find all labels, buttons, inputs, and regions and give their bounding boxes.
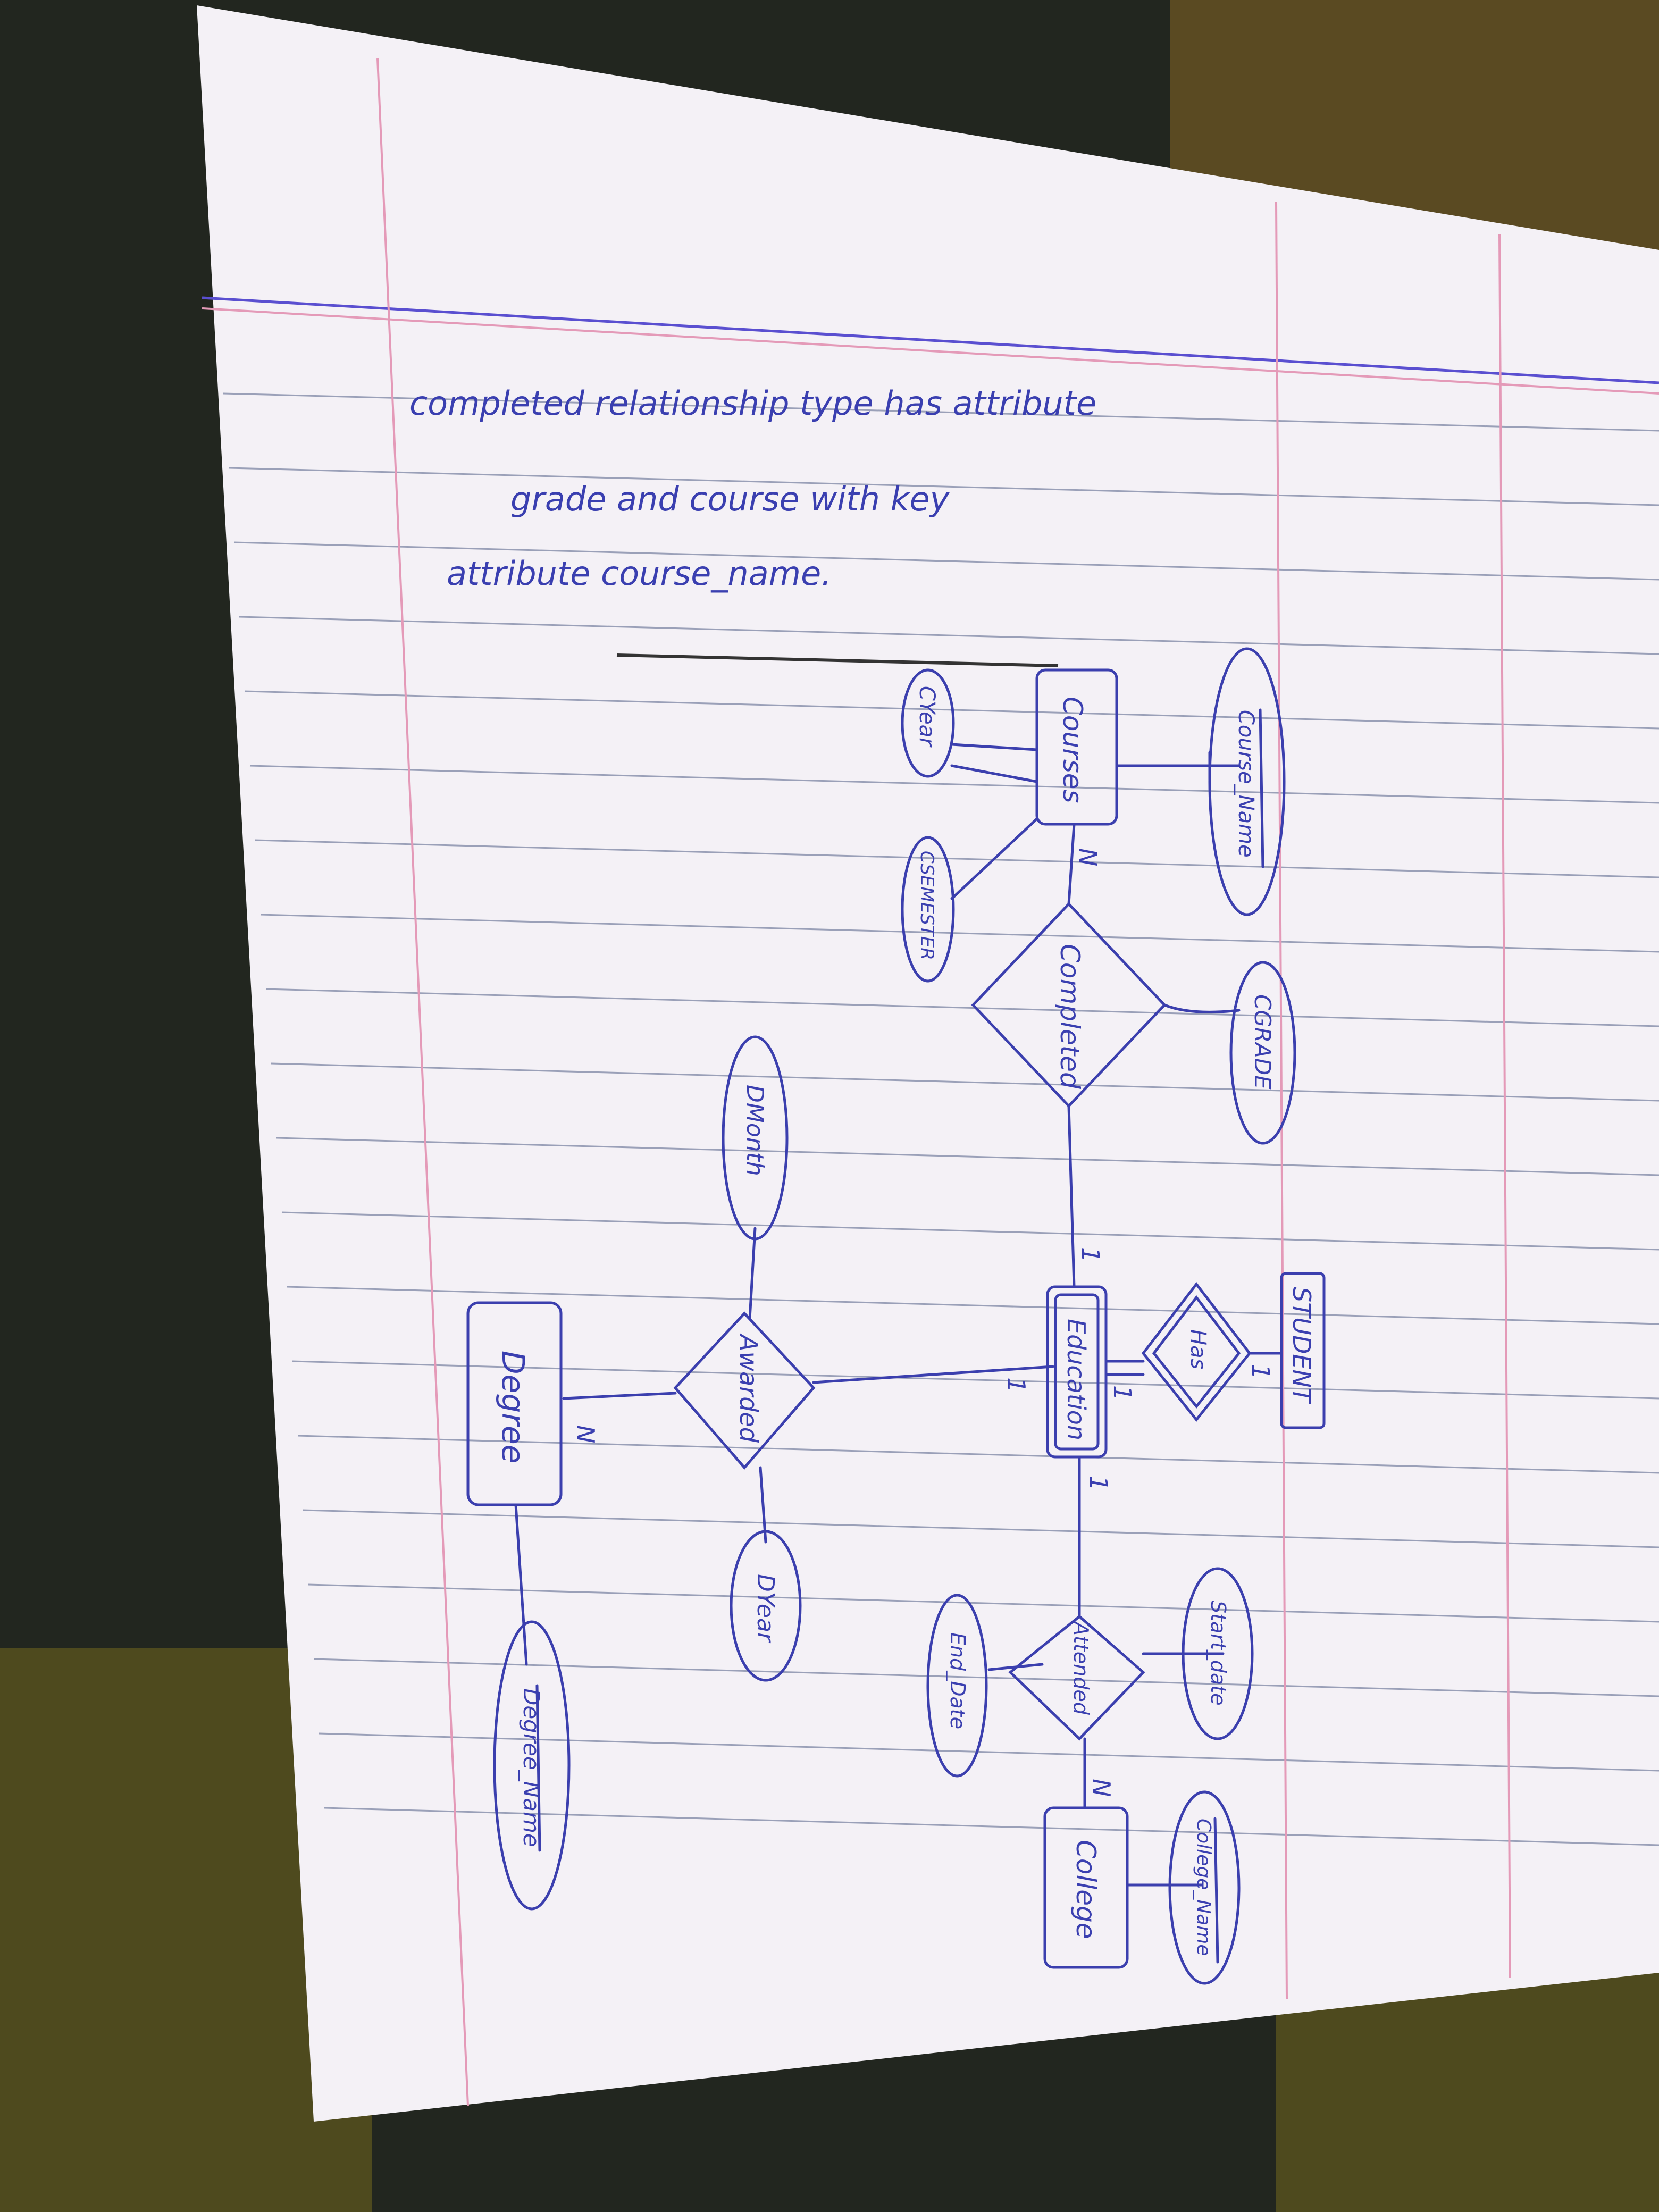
csemester-label: CSEMESTER — [916, 851, 937, 960]
entity-student: STUDENT — [1280, 1272, 1326, 1429]
card-education-awarded: 1 — [1002, 1377, 1030, 1393]
start-date-ellipse — [1182, 1567, 1254, 1740]
degree-name-key-underline — [535, 1684, 541, 1852]
student-box — [1280, 1272, 1326, 1429]
attribute-cgrade: CGRADE — [1229, 961, 1296, 1145]
card-has-education: 1 — [1108, 1385, 1137, 1401]
header-line-blue — [202, 296, 1659, 384]
relationship-attended: Attended — [1008, 1614, 1145, 1741]
divider-stroke — [616, 653, 1059, 667]
dyear-label: DYear — [752, 1574, 779, 1644]
awarded-diamond — [673, 1311, 816, 1470]
attribute-college-name: College_Name — [1168, 1790, 1241, 1985]
ruled-lines — [223, 392, 1659, 1846]
er-connectors — [514, 743, 1283, 1887]
entity-courses: Courses — [1035, 668, 1118, 826]
cgrade-label: CGRADE — [1250, 994, 1276, 1090]
right-margin-line — [1275, 202, 1288, 2000]
cardinality-marks: N 1 1 1 1 1 N N — [571, 848, 1275, 1797]
education-label: Education — [1062, 1319, 1091, 1440]
paper-sheet — [197, 5, 1659, 2122]
card-completed-education: 1 — [1076, 1247, 1105, 1262]
degree-box — [466, 1301, 563, 1506]
course-name-label: Course_Name — [1234, 710, 1258, 858]
attribute-start-date: Start_date — [1182, 1567, 1254, 1740]
courses-box — [1035, 668, 1118, 826]
note-line-1: completed relationship type has attribut… — [409, 384, 1096, 423]
degree-name-ellipse — [493, 1620, 571, 1911]
card-awarded-degree: N — [571, 1425, 600, 1443]
attribute-end-date: End_Date — [926, 1594, 988, 1778]
card-has-student: 1 — [1246, 1364, 1275, 1379]
completed-diamond — [971, 902, 1167, 1108]
college-label: College — [1070, 1840, 1101, 1939]
attribute-csemester: CSEMESTER — [901, 836, 955, 983]
attribute-dmonth: DMonth — [722, 1035, 789, 1241]
card-courses-completed: N — [1074, 848, 1102, 866]
attended-diamond — [1008, 1614, 1145, 1741]
attribute-dyear: DYear — [730, 1530, 802, 1682]
csemester-ellipse — [901, 836, 955, 983]
college-name-label: College_Name — [1193, 1819, 1214, 1956]
handwritten-note: completed relationship type has attribut… — [409, 384, 1096, 593]
college-box — [1043, 1806, 1129, 1969]
attended-label: Attended — [1069, 1620, 1093, 1715]
course-name-key-underline — [1259, 708, 1264, 868]
start-date-label: Start_date — [1206, 1601, 1230, 1706]
relationship-completed: Completed — [971, 902, 1167, 1108]
header-line-pink — [202, 307, 1659, 395]
has-outer-diamond — [1141, 1281, 1252, 1422]
cgrade-ellipse — [1229, 961, 1296, 1145]
attribute-course-name: Course_Name — [1208, 647, 1286, 916]
course-name-ellipse — [1208, 647, 1286, 916]
cyear-ellipse — [901, 668, 955, 778]
completed-label: Completed — [1054, 944, 1085, 1089]
education-outer-box — [1046, 1285, 1108, 1459]
far-right-margin-line — [1498, 233, 1511, 1979]
student-label: STUDENT — [1287, 1287, 1316, 1405]
cyear-label: CYear — [915, 686, 939, 748]
entity-education-weak: Education — [1046, 1285, 1108, 1459]
dyear-ellipse — [730, 1530, 802, 1682]
relationship-awarded: Awarded — [673, 1311, 816, 1470]
has-inner-diamond — [1152, 1295, 1241, 1409]
awarded-label: Awarded — [734, 1333, 763, 1443]
end-date-ellipse — [926, 1594, 988, 1778]
left-margin-line — [376, 58, 469, 2106]
education-inner-box — [1054, 1293, 1100, 1451]
dmonth-label: DMonth — [741, 1085, 768, 1176]
degree-label: Degree — [495, 1351, 531, 1463]
card-education-attended: 1 — [1084, 1476, 1113, 1491]
relationship-has-identifying: Has — [1141, 1281, 1252, 1422]
note-line-3: attribute course_name. — [447, 554, 832, 593]
college-name-key-underline — [1213, 1817, 1219, 1964]
entity-college: College — [1043, 1806, 1129, 1969]
end-date-label: End_Date — [946, 1632, 969, 1729]
college-name-ellipse — [1168, 1790, 1241, 1985]
attribute-degree-name: Degree_Name — [493, 1620, 571, 1911]
courses-label: Courses — [1057, 697, 1088, 803]
note-line-2: grade and course with key — [510, 480, 950, 518]
entity-degree: Degree — [466, 1301, 563, 1506]
has-label: Has — [1186, 1329, 1210, 1369]
dmonth-ellipse — [722, 1035, 789, 1241]
attribute-cyear: CYear — [901, 668, 955, 778]
card-attended-college: N — [1087, 1779, 1116, 1797]
